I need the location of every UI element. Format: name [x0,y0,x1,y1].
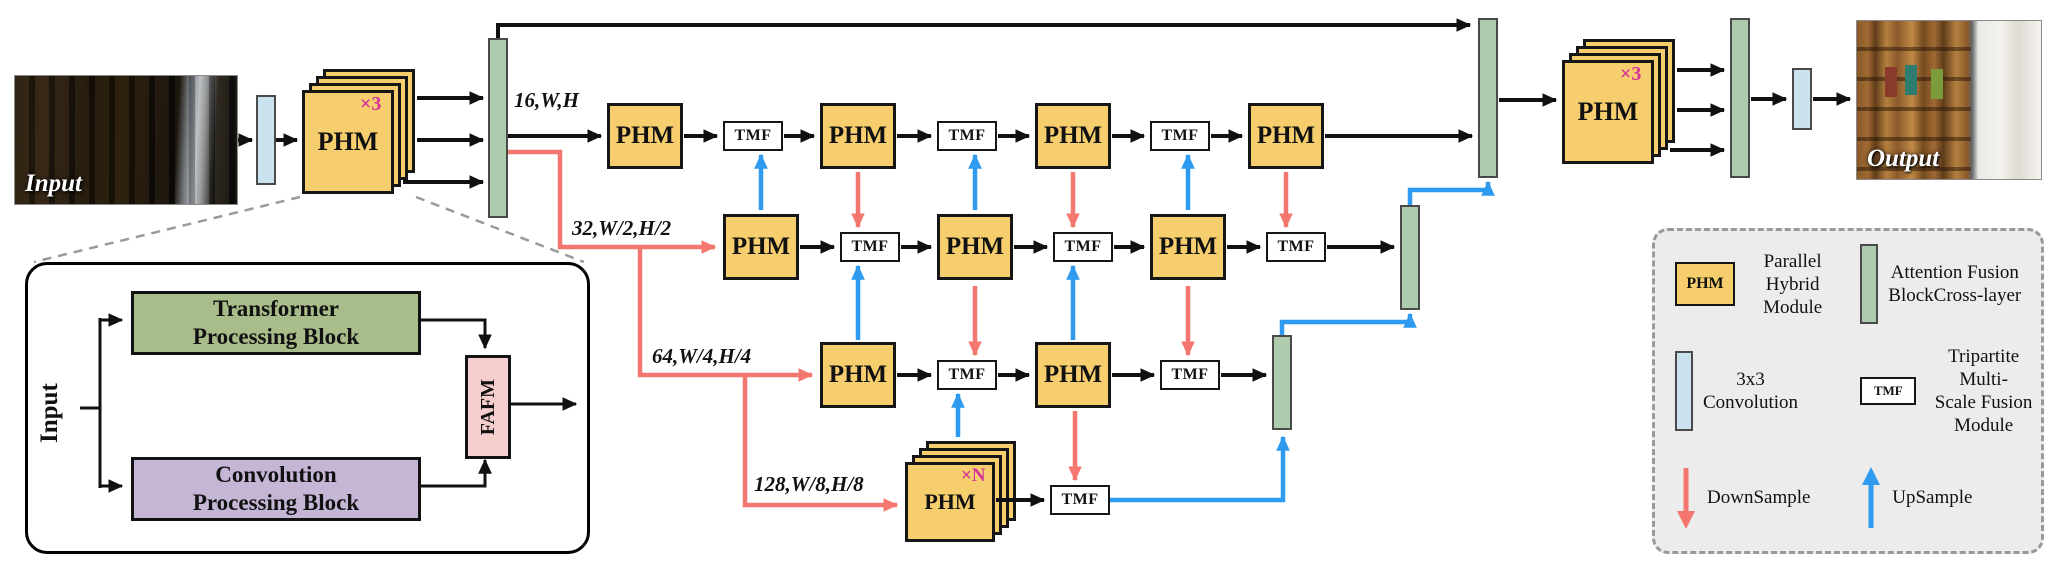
legend-item-tmf: TMF Tripartite Multi- Scale Fusion Modul… [1840,345,2041,438]
scale-label-4: 128,W/8,H/8 [754,472,864,496]
output-photo: Output [1856,20,2042,180]
detail-input-label: Input [36,383,63,443]
phm-label: PHM [945,233,1005,260]
input-photo: Input [14,75,238,205]
phm-stack-bottleneck: PHM ×N [905,441,1016,542]
legend-item-upsample: UpSample [1840,463,2041,533]
phm-module: PHM [723,214,799,280]
attention-fusion-bar-row3 [1272,335,1292,430]
phm-module: PHM [820,342,896,408]
tmf-module: TMF [1050,485,1110,515]
legend-item-afb: Attention Fusion BlockCross-layer [1840,244,2041,325]
attention-fusion-bar-row2 [1400,205,1420,310]
input-photo-label: Input [25,170,82,197]
phm-label: PHM [317,127,379,156]
scale-label-2: 32,W/2,H/2 [572,216,672,240]
phm-label: PHM [1043,361,1103,388]
tmf-label: TMF [1873,382,1903,398]
phm-stack-encoder: PHM ×3 [302,69,415,194]
legend-item-conv: 3x3 Convolution [1655,350,1840,431]
attention-fusion-bar-decoder-in [1478,18,1498,178]
phm-detail-box: Input Transformer Processing Block Convo… [25,262,590,554]
scale-label-1: 16,W,H [514,88,579,112]
attention-fusion-bar-decoder-out [1730,18,1750,178]
phm-label: PHM [731,233,791,260]
legend-label-phm: Parallel Hybrid Module [1763,250,1823,318]
multiplier-x3-encoder: ×3 [360,93,382,115]
tmf-label: TMF [1061,491,1099,508]
tmf-label: TMF [1064,238,1102,255]
tmf-label: TMF [1277,238,1315,255]
upsample-afb2-to-decoder [1407,180,1495,205]
downsample-arrow-icon [1677,467,1695,529]
tmf-module: TMF [1266,232,1326,262]
multiplier-x3-decoder: ×3 [1620,63,1642,85]
phm-module: PHM [1248,103,1324,169]
legend-label-conv: 3x3 Convolution [1703,368,1799,413]
phm-label: PHM [828,122,888,149]
phm-legend-icon: PHM [1675,262,1735,307]
tmf-label: TMF [851,238,889,255]
phm-label: PHM [924,489,976,514]
attention-fusion-legend-icon [1860,244,1879,325]
attention-fusion-bar-encoder [488,38,508,218]
phm-module: PHM [1035,342,1111,408]
legend-label-tmf: Tripartite Multi- Scale Fusion Module [1934,345,2033,437]
phm-label: PHM [1158,233,1218,260]
phm-module: PHM [1150,214,1226,280]
fafm-label: FAFM [476,378,499,436]
fafm-block: FAFM [465,355,511,459]
convolution-block-label: Convolution Processing Block [192,461,360,515]
legend-label-downsample: DownSample [1707,487,1811,509]
conv3x3-bar-input [256,95,276,185]
tmf-module: TMF [1150,121,1210,151]
conv3x3-bar-output [1792,68,1812,130]
upsample-afb3-to-afb2 [1279,312,1417,335]
tmf-module: TMF [1160,360,1220,390]
phm-module: PHM [905,462,995,542]
legend-item-downsample: DownSample [1655,463,1840,533]
phm-label: PHM [1256,122,1316,149]
tmf-label: TMF [734,127,772,144]
phm-module: PHM [820,103,896,169]
upsample-arrow-icon [1862,466,1881,528]
tmf-module: TMF [840,232,900,262]
legend-label-afb: Attention Fusion BlockCross-layer [1888,262,2022,307]
phm-module: PHM [302,90,394,194]
phm-stack-decoder: PHM ×3 [1562,39,1675,164]
tmf-label: TMF [948,127,986,144]
scale-label-3: 64,W/4,H/4 [652,344,752,368]
tmf-module: TMF [937,360,997,390]
phm-label: PHM [615,122,675,149]
skip-connection-top [496,18,1472,38]
output-photo-label: Output [1867,145,1940,172]
phm-module: PHM [1562,60,1654,164]
tmf-legend-icon: TMF [1860,376,1917,405]
tmf-label: TMF [948,366,986,383]
conv3x3-legend-icon [1675,350,1693,431]
legend-item-phm: PHM Parallel Hybrid Module [1655,250,1840,320]
phm-label: PHM [1686,275,1724,293]
multiplier-xn: ×N [961,465,986,486]
phm-module: PHM [1035,103,1111,169]
phm-label: PHM [828,361,888,388]
transformer-processing-block: Transformer Processing Block [131,291,421,355]
phm-module: PHM [937,214,1013,280]
tmf-label: TMF [1161,127,1199,144]
convolution-processing-block: Convolution Processing Block [131,457,421,521]
legend-label-upsample: UpSample [1892,487,1973,509]
transformer-block-label: Transformer Processing Block [192,295,360,349]
tmf-label: TMF [1171,366,1209,383]
phm-label: PHM [1577,97,1639,126]
upsample-row4-to-afb3 [1110,435,1290,503]
phm-label: PHM [1043,122,1103,149]
tmf-module: TMF [723,121,783,151]
legend: PHM Parallel Hybrid Module Attention Fus… [1652,228,2044,554]
phm-module: PHM [607,103,683,169]
tmf-module: TMF [1053,232,1113,262]
zoom-guide-left [33,195,301,264]
tmf-module: TMF [937,121,997,151]
